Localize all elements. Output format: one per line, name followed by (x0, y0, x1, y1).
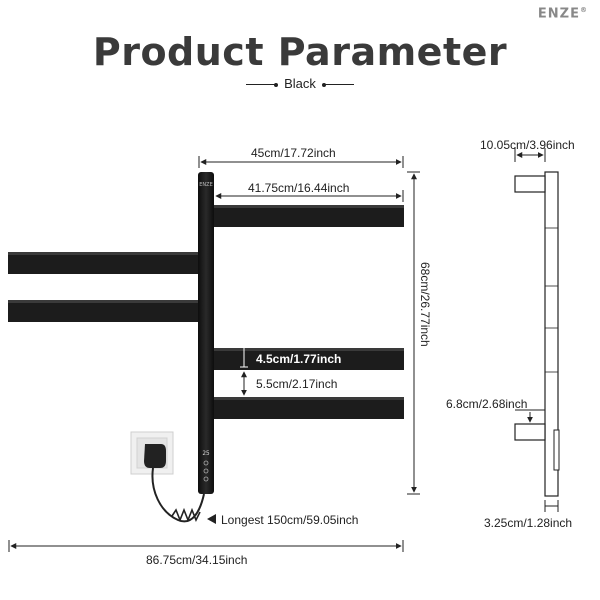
right-bar-bottom (212, 397, 404, 419)
total-width-label: 86.75cm/34.15inch (146, 553, 248, 567)
cable-length-label: Longest 150cm/59.05inch (221, 513, 359, 527)
height-label: 68cm/26.77inch (418, 262, 432, 347)
side-view-pole (544, 171, 559, 497)
brand-logo: ENZE® (538, 6, 588, 21)
side-pole-width-label: 3.25cm/1.28inch (484, 516, 573, 530)
power-plug (144, 444, 166, 468)
power-cable (151, 467, 205, 523)
top-width-label: 45cm/17.72inch (251, 146, 336, 160)
side-view-bar-bottom (514, 423, 546, 441)
divider-right (321, 82, 354, 87)
control-display: 25 (202, 450, 210, 457)
vertical-pole (198, 172, 214, 494)
side-view-bar-top (514, 175, 546, 193)
cable-pointer-arrow (207, 514, 216, 524)
right-bar-top (212, 205, 404, 227)
color-label-row: Black (0, 76, 600, 91)
control-button-2[interactable] (203, 468, 209, 474)
left-bar-lower (8, 300, 200, 322)
side-depth-label: 10.05cm/3.96inch (480, 138, 575, 152)
pole-brand-text: ENZE (199, 182, 212, 188)
side-offset-label: 6.8cm/2.68inch (446, 397, 528, 411)
bar-thickness-label: 4.5cm/1.77inch (256, 352, 342, 366)
registered-mark: ® (580, 6, 588, 14)
left-bar-upper (8, 252, 200, 274)
control-button-3[interactable] (203, 476, 209, 482)
bar-gap-label: 5.5cm/2.17inch (256, 377, 338, 391)
page-title: Product Parameter (92, 30, 508, 74)
brand-name: ENZE (537, 6, 580, 22)
control-button-1[interactable] (203, 460, 209, 466)
bar-length-label: 41.75cm/16.44inch (248, 181, 350, 195)
divider-left (246, 82, 279, 87)
color-label: Black (284, 76, 316, 91)
right-bar-middle (212, 348, 404, 370)
